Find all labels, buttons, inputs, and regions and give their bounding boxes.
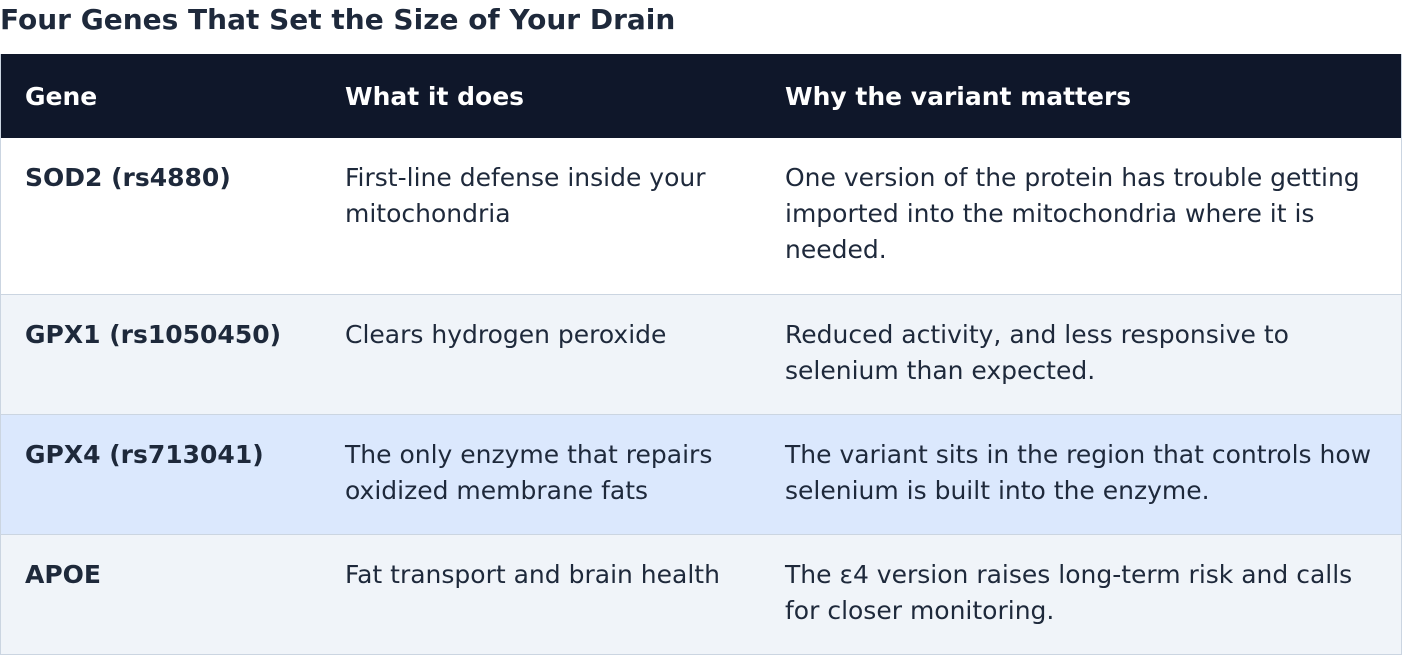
why-cell: The variant sits in the region that cont… bbox=[785, 439, 1372, 505]
gene-table-container: Gene What it does Why the variant matter… bbox=[0, 54, 1402, 655]
page-title: Four Genes That Set the Size of Your Dra… bbox=[0, 3, 676, 36]
gene-cell: SOD2 (rs4880) bbox=[25, 163, 231, 192]
function-cell: The only enzyme that repairs oxidized me… bbox=[345, 439, 713, 505]
function-cell: First-line defense inside your mitochond… bbox=[345, 163, 706, 228]
gene-cell: APOE bbox=[25, 559, 102, 589]
why-cell: One version of the protein has trouble g… bbox=[785, 163, 1360, 264]
table-row-highlighted: GPX4 (rs713041) The only enzyme that rep… bbox=[1, 414, 1401, 534]
column-header-why: Why the variant matters bbox=[785, 81, 1132, 111]
why-cell: Reduced activity, and less responsive to… bbox=[785, 319, 1289, 385]
gene-table: Gene What it does Why the variant matter… bbox=[1, 54, 1401, 654]
table-header: Gene What it does Why the variant matter… bbox=[1, 54, 1401, 138]
column-header-function: What it does bbox=[345, 81, 525, 111]
gene-cell: GPX4 (rs713041) bbox=[25, 439, 264, 469]
table-body: SOD2 (rs4880) First-line defense inside … bbox=[1, 138, 1401, 654]
table-row: GPX1 (rs1050450) Clears hydrogen peroxid… bbox=[1, 294, 1401, 414]
why-cell: The ε4 version raises long-term risk and… bbox=[785, 559, 1353, 625]
table-row: APOE Fat transport and brain health The … bbox=[1, 534, 1401, 654]
function-cell: Fat transport and brain health bbox=[345, 559, 720, 589]
function-cell: Clears hydrogen peroxide bbox=[345, 319, 667, 349]
column-header-gene: Gene bbox=[25, 81, 98, 111]
gene-cell: GPX1 (rs1050450) bbox=[25, 319, 282, 349]
table-header-row: Gene What it does Why the variant matter… bbox=[1, 54, 1401, 138]
table-row: SOD2 (rs4880) First-line defense inside … bbox=[1, 138, 1401, 294]
